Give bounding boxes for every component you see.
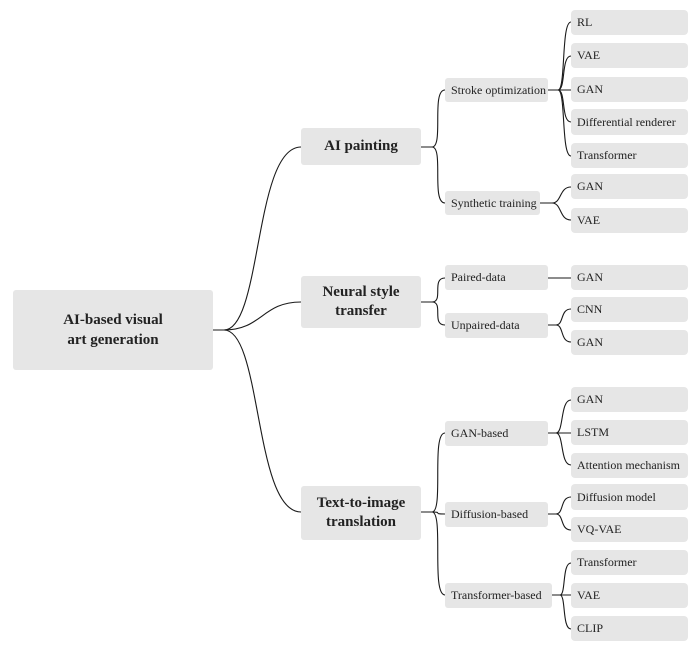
leaf-transformer: Transformer bbox=[571, 143, 688, 168]
leaf-attention-mechanism: Attention mechanism bbox=[571, 453, 688, 478]
branch-ai-painting: AI painting bbox=[301, 128, 421, 165]
sub-transformer-based: Transformer-based bbox=[445, 583, 552, 608]
connector-neural-unpaired bbox=[421, 301, 446, 326]
connector-root-ai-painting bbox=[213, 146, 302, 331]
sub-gan-based: GAN-based bbox=[445, 421, 548, 446]
connector-synthetic-vae bbox=[540, 202, 572, 221]
connector-ganbased-gan bbox=[548, 399, 572, 434]
branch-neural-style-transfer: Neural style transfer bbox=[301, 276, 421, 328]
connector-root-text-to-image bbox=[213, 329, 302, 513]
connector-ai-painting-stroke bbox=[421, 89, 446, 148]
leaf-transformer: Transformer bbox=[571, 550, 688, 575]
sub-synthetic-training: Synthetic training bbox=[445, 191, 540, 215]
connector-tb-clip bbox=[552, 594, 572, 630]
leaf-gan: GAN bbox=[571, 265, 688, 290]
connector-ganbased-attention bbox=[548, 432, 572, 466]
leaf-differential-renderer: Differential renderer bbox=[571, 109, 688, 135]
leaf-vae: VAE bbox=[571, 583, 688, 608]
leaf-vae: VAE bbox=[571, 43, 688, 68]
leaf-gan: GAN bbox=[571, 330, 688, 355]
connector-tb-transformer bbox=[552, 562, 572, 596]
connector-stroke-renderer bbox=[548, 89, 572, 123]
connector-stroke-vae bbox=[548, 55, 572, 91]
connector-diffusion-vqvae bbox=[548, 513, 572, 531]
leaf-gan: GAN bbox=[571, 387, 688, 412]
sub-unpaired-data: Unpaired-data bbox=[445, 313, 548, 338]
leaf-vae: VAE bbox=[571, 208, 688, 233]
leaf-gan: GAN bbox=[571, 77, 688, 102]
branch-text-to-image: Text-to-image translation bbox=[301, 486, 421, 540]
leaf-rl: RL bbox=[571, 10, 688, 35]
connector-t2i-transformer bbox=[421, 511, 446, 596]
sub-paired-data: Paired-data bbox=[445, 265, 548, 290]
leaf-vq-vae: VQ-VAE bbox=[571, 517, 688, 542]
leaf-cnn: CNN bbox=[571, 297, 688, 322]
connector-synthetic-gan bbox=[540, 186, 572, 204]
connector-unpaired-gan bbox=[548, 324, 572, 343]
connector-stroke-transformer bbox=[548, 89, 572, 157]
connector-diffusion-model bbox=[548, 496, 572, 515]
connector-root-neural-style bbox=[213, 301, 302, 331]
connector-ai-painting-synthetic bbox=[421, 146, 446, 204]
connector-neural-paired bbox=[421, 277, 446, 303]
connector-stroke-rl bbox=[548, 21, 572, 91]
leaf-clip: CLIP bbox=[571, 616, 688, 641]
connector-t2i-gan bbox=[421, 432, 446, 513]
sub-stroke-optimization: Stroke optimization bbox=[445, 78, 548, 102]
root-node: AI-based visual art generation bbox=[13, 290, 213, 370]
sub-diffusion-based: Diffusion-based bbox=[445, 502, 548, 527]
leaf-gan: GAN bbox=[571, 174, 688, 199]
connector-unpaired-cnn bbox=[548, 308, 572, 326]
leaf-lstm: LSTM bbox=[571, 420, 688, 445]
leaf-diffusion-model: Diffusion model bbox=[571, 484, 688, 510]
